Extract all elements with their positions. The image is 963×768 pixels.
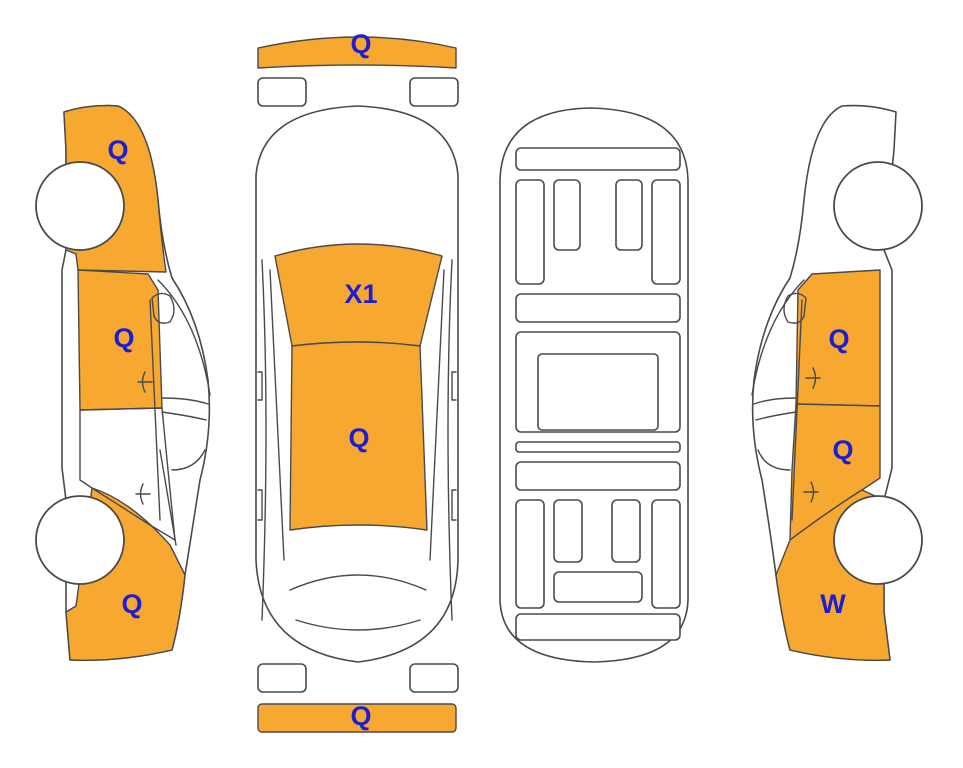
rear-right-taillight bbox=[409, 663, 459, 693]
floor-segment bbox=[651, 179, 681, 285]
rear-left-taillight bbox=[257, 663, 307, 693]
floor-segment bbox=[515, 461, 681, 491]
left-front-door-handle bbox=[137, 371, 153, 393]
roof-panel[interactable] bbox=[289, 341, 428, 531]
floor-segment bbox=[611, 499, 641, 563]
right-rear-wheel bbox=[833, 495, 923, 585]
floor-segment bbox=[515, 499, 545, 609]
floor-center-panel bbox=[537, 353, 659, 431]
floor-segment bbox=[515, 179, 545, 285]
left-front-wheel bbox=[35, 161, 125, 251]
right-rear-quarter-label: W bbox=[820, 589, 846, 619]
right-front-wheel bbox=[833, 161, 923, 251]
left-rear-door-handle bbox=[135, 483, 151, 505]
left-window-lines bbox=[149, 279, 211, 546]
right-front-door-handle bbox=[805, 367, 821, 389]
front-bumper-panel[interactable] bbox=[257, 36, 457, 69]
hood-label: X1 bbox=[344, 279, 377, 309]
top-view: Q X1 Q Q bbox=[255, 29, 459, 733]
rear-bumper-label: Q bbox=[350, 701, 371, 731]
floor-segment bbox=[515, 441, 681, 453]
floor-segment bbox=[515, 147, 681, 171]
left-rear-door-outline bbox=[79, 407, 176, 541]
front-bumper-label: Q bbox=[350, 29, 371, 59]
floor-segment bbox=[515, 613, 681, 641]
left-rear-wheel bbox=[35, 495, 125, 585]
right-front-door-label: Q bbox=[828, 324, 849, 354]
underbody-view bbox=[499, 107, 689, 663]
floor-segment bbox=[553, 499, 583, 563]
floor-segment bbox=[553, 571, 643, 603]
floor-segment bbox=[553, 179, 581, 251]
left-front-door-label: Q bbox=[113, 323, 134, 353]
front-right-headlight bbox=[409, 77, 459, 107]
front-left-headlight bbox=[257, 77, 307, 107]
rear-bumper-panel[interactable] bbox=[257, 703, 457, 733]
right-window-lines bbox=[751, 279, 805, 521]
top-mirrors bbox=[257, 371, 457, 521]
right-front-door-panel[interactable] bbox=[795, 269, 881, 407]
roof-label: Q bbox=[348, 423, 369, 453]
left-front-door-panel[interactable] bbox=[77, 269, 163, 411]
floor-segment bbox=[615, 179, 643, 251]
right-rear-door-handle bbox=[803, 481, 819, 503]
right-side-view: Q Q W bbox=[751, 104, 923, 662]
right-rear-door-label: Q bbox=[832, 435, 853, 465]
left-rear-quarter-label: Q bbox=[121, 589, 142, 619]
floor-segment bbox=[651, 499, 681, 609]
floor-segment bbox=[515, 293, 681, 323]
left-front-fender-label: Q bbox=[107, 135, 128, 165]
left-side-view: Q Q Q bbox=[35, 104, 211, 662]
right-mirror bbox=[783, 292, 807, 324]
left-mirror bbox=[151, 292, 175, 324]
top-inner-lines bbox=[261, 259, 453, 631]
